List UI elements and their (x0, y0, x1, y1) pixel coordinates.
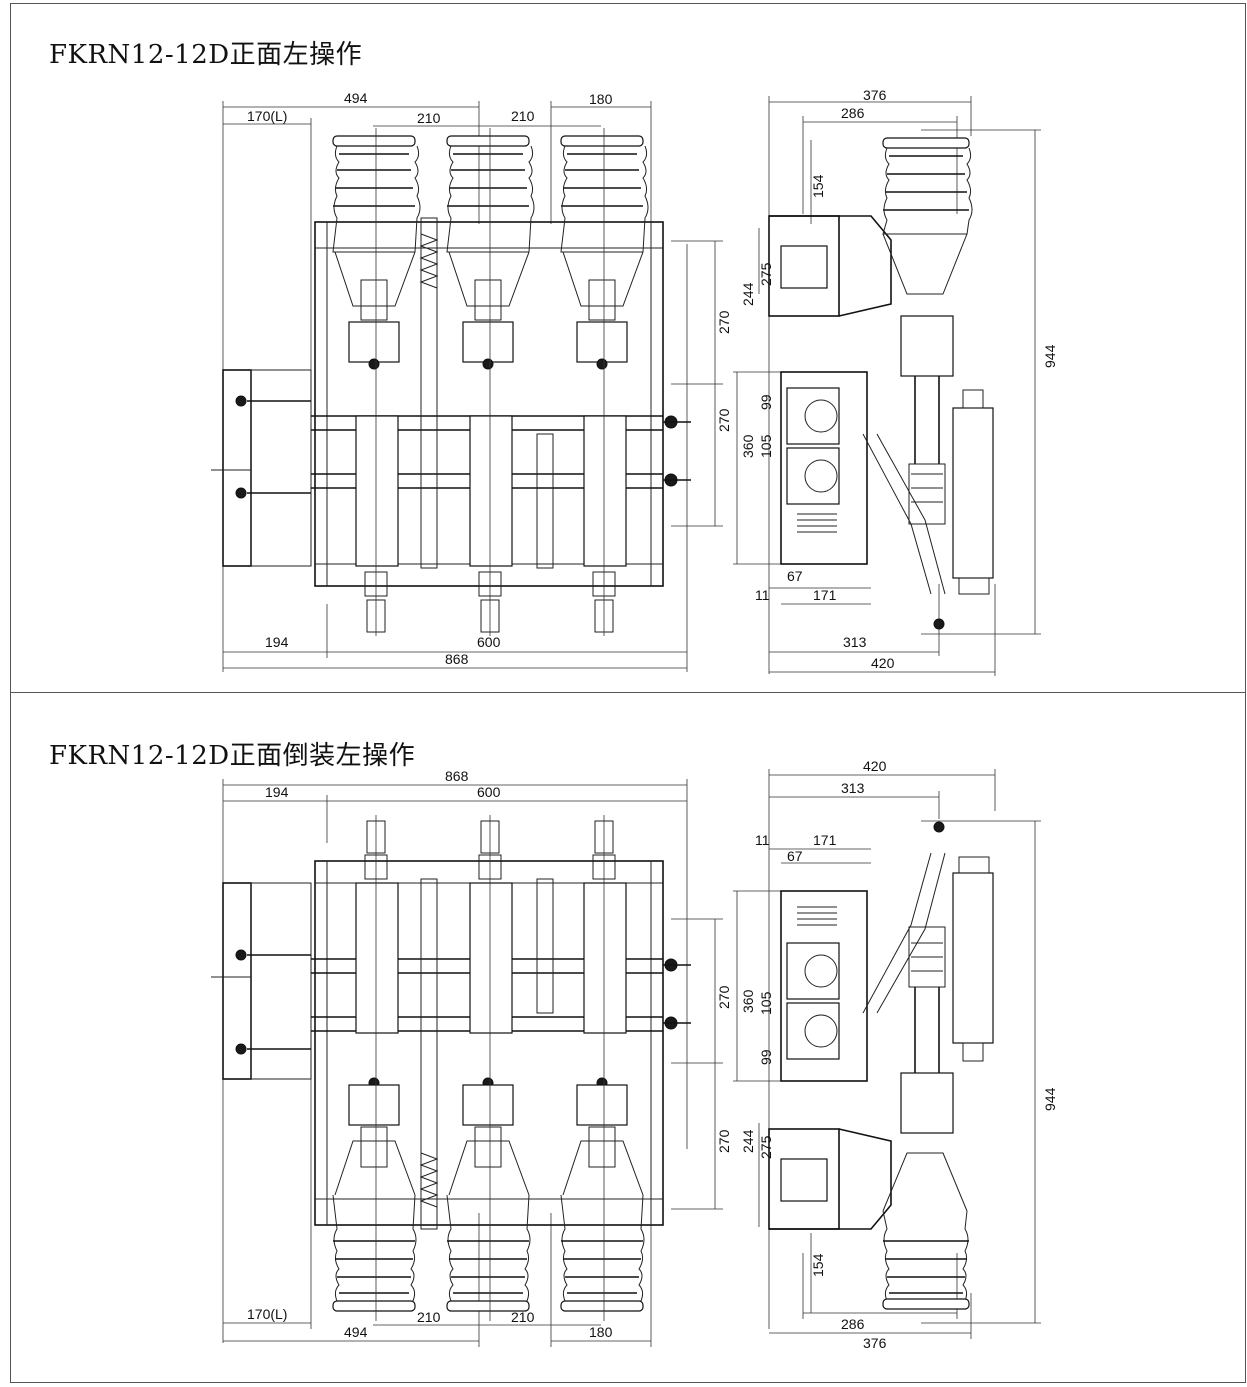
dim-label: 376 (863, 87, 887, 103)
dim-label: 270 (716, 985, 732, 1009)
dim-label: 275 (758, 1135, 774, 1159)
dim-label: 270 (716, 310, 732, 334)
dim-label: 494 (344, 1324, 368, 1340)
dim-label: 180 (589, 91, 613, 107)
dim-label: 420 (863, 758, 887, 774)
drawing-panel-top: FKRN12-12D正面左操作 (10, 3, 1246, 693)
dim-label: 11 (755, 587, 770, 603)
dim-label: 210 (511, 108, 535, 124)
dim-label: 154 (810, 174, 826, 198)
dim-label: 67 (787, 848, 803, 864)
dim-label: 600 (477, 634, 501, 650)
dim-label: 313 (841, 780, 865, 796)
front-side-drawing: 494 170(L) 210 210 180 270 270 194 600 8… (211, 87, 1058, 676)
dim-label: 210 (511, 1309, 535, 1325)
dim-label: 11 (755, 832, 770, 848)
dim-label: 868 (445, 768, 469, 784)
dim-label: 105 (758, 434, 774, 458)
dim-label: 286 (841, 105, 865, 121)
dim-label: 180 (589, 1324, 613, 1340)
dim-label: 99 (758, 394, 774, 410)
dim-label: 99 (758, 1049, 774, 1065)
phase-b (446, 128, 535, 636)
dim-label: 210 (417, 110, 441, 126)
dim-label: 154 (810, 1253, 826, 1277)
phase-c (560, 815, 645, 1321)
dim-label: 210 (417, 1309, 441, 1325)
dim-label: 944 (1042, 344, 1058, 368)
dim-label: 286 (841, 1316, 865, 1332)
drawing-title: FKRN12-12D正面倒装左操作 (49, 741, 416, 771)
side-view: 420 313 11 171 67 360 105 99 275 244 944… (733, 758, 1058, 1351)
front-view: 494 170(L) 210 210 180 270 270 194 600 8… (211, 90, 732, 672)
front-view: 868 194 600 270 270 170(L) 494 210 210 1… (211, 768, 732, 1347)
dim-label: 270 (716, 1129, 732, 1153)
dim-label: 868 (445, 651, 469, 667)
dim-label: 244 (740, 1129, 756, 1153)
drawing-panel-bottom: FKRN12-12D正面倒装左操作 (10, 693, 1246, 1383)
phase-a (332, 128, 421, 636)
dim-label: 171 (813, 587, 837, 603)
phase-b (446, 815, 531, 1321)
dim-label: 105 (758, 991, 774, 1015)
dim-label: 244 (740, 282, 756, 306)
phase-c (560, 128, 649, 636)
dim-label: 420 (871, 655, 895, 671)
dim-label: 494 (344, 90, 368, 106)
dim-label: 600 (477, 784, 501, 800)
dim-label: 376 (863, 1335, 887, 1351)
dim-label: 171 (813, 832, 837, 848)
dim-label: 170(L) (247, 108, 287, 124)
dim-label: 194 (265, 784, 289, 800)
phase-a (332, 815, 417, 1321)
dim-label: 194 (265, 634, 289, 650)
dim-label: 944 (1042, 1087, 1058, 1111)
dim-label: 170(L) (247, 1306, 287, 1322)
dim-label: 360 (740, 434, 756, 458)
side-view: 376 286 154 275 244 99 105 360 67 11 171… (733, 87, 1058, 676)
drawing-title: FKRN12-12D正面左操作 (49, 40, 363, 70)
dim-label: 275 (758, 262, 774, 286)
front-side-drawing: 868 194 600 270 270 170(L) 494 210 210 1… (211, 758, 1058, 1351)
dim-label: 313 (843, 634, 867, 650)
dim-label: 270 (716, 408, 732, 432)
dim-label: 67 (787, 568, 803, 584)
dim-label: 360 (740, 989, 756, 1013)
